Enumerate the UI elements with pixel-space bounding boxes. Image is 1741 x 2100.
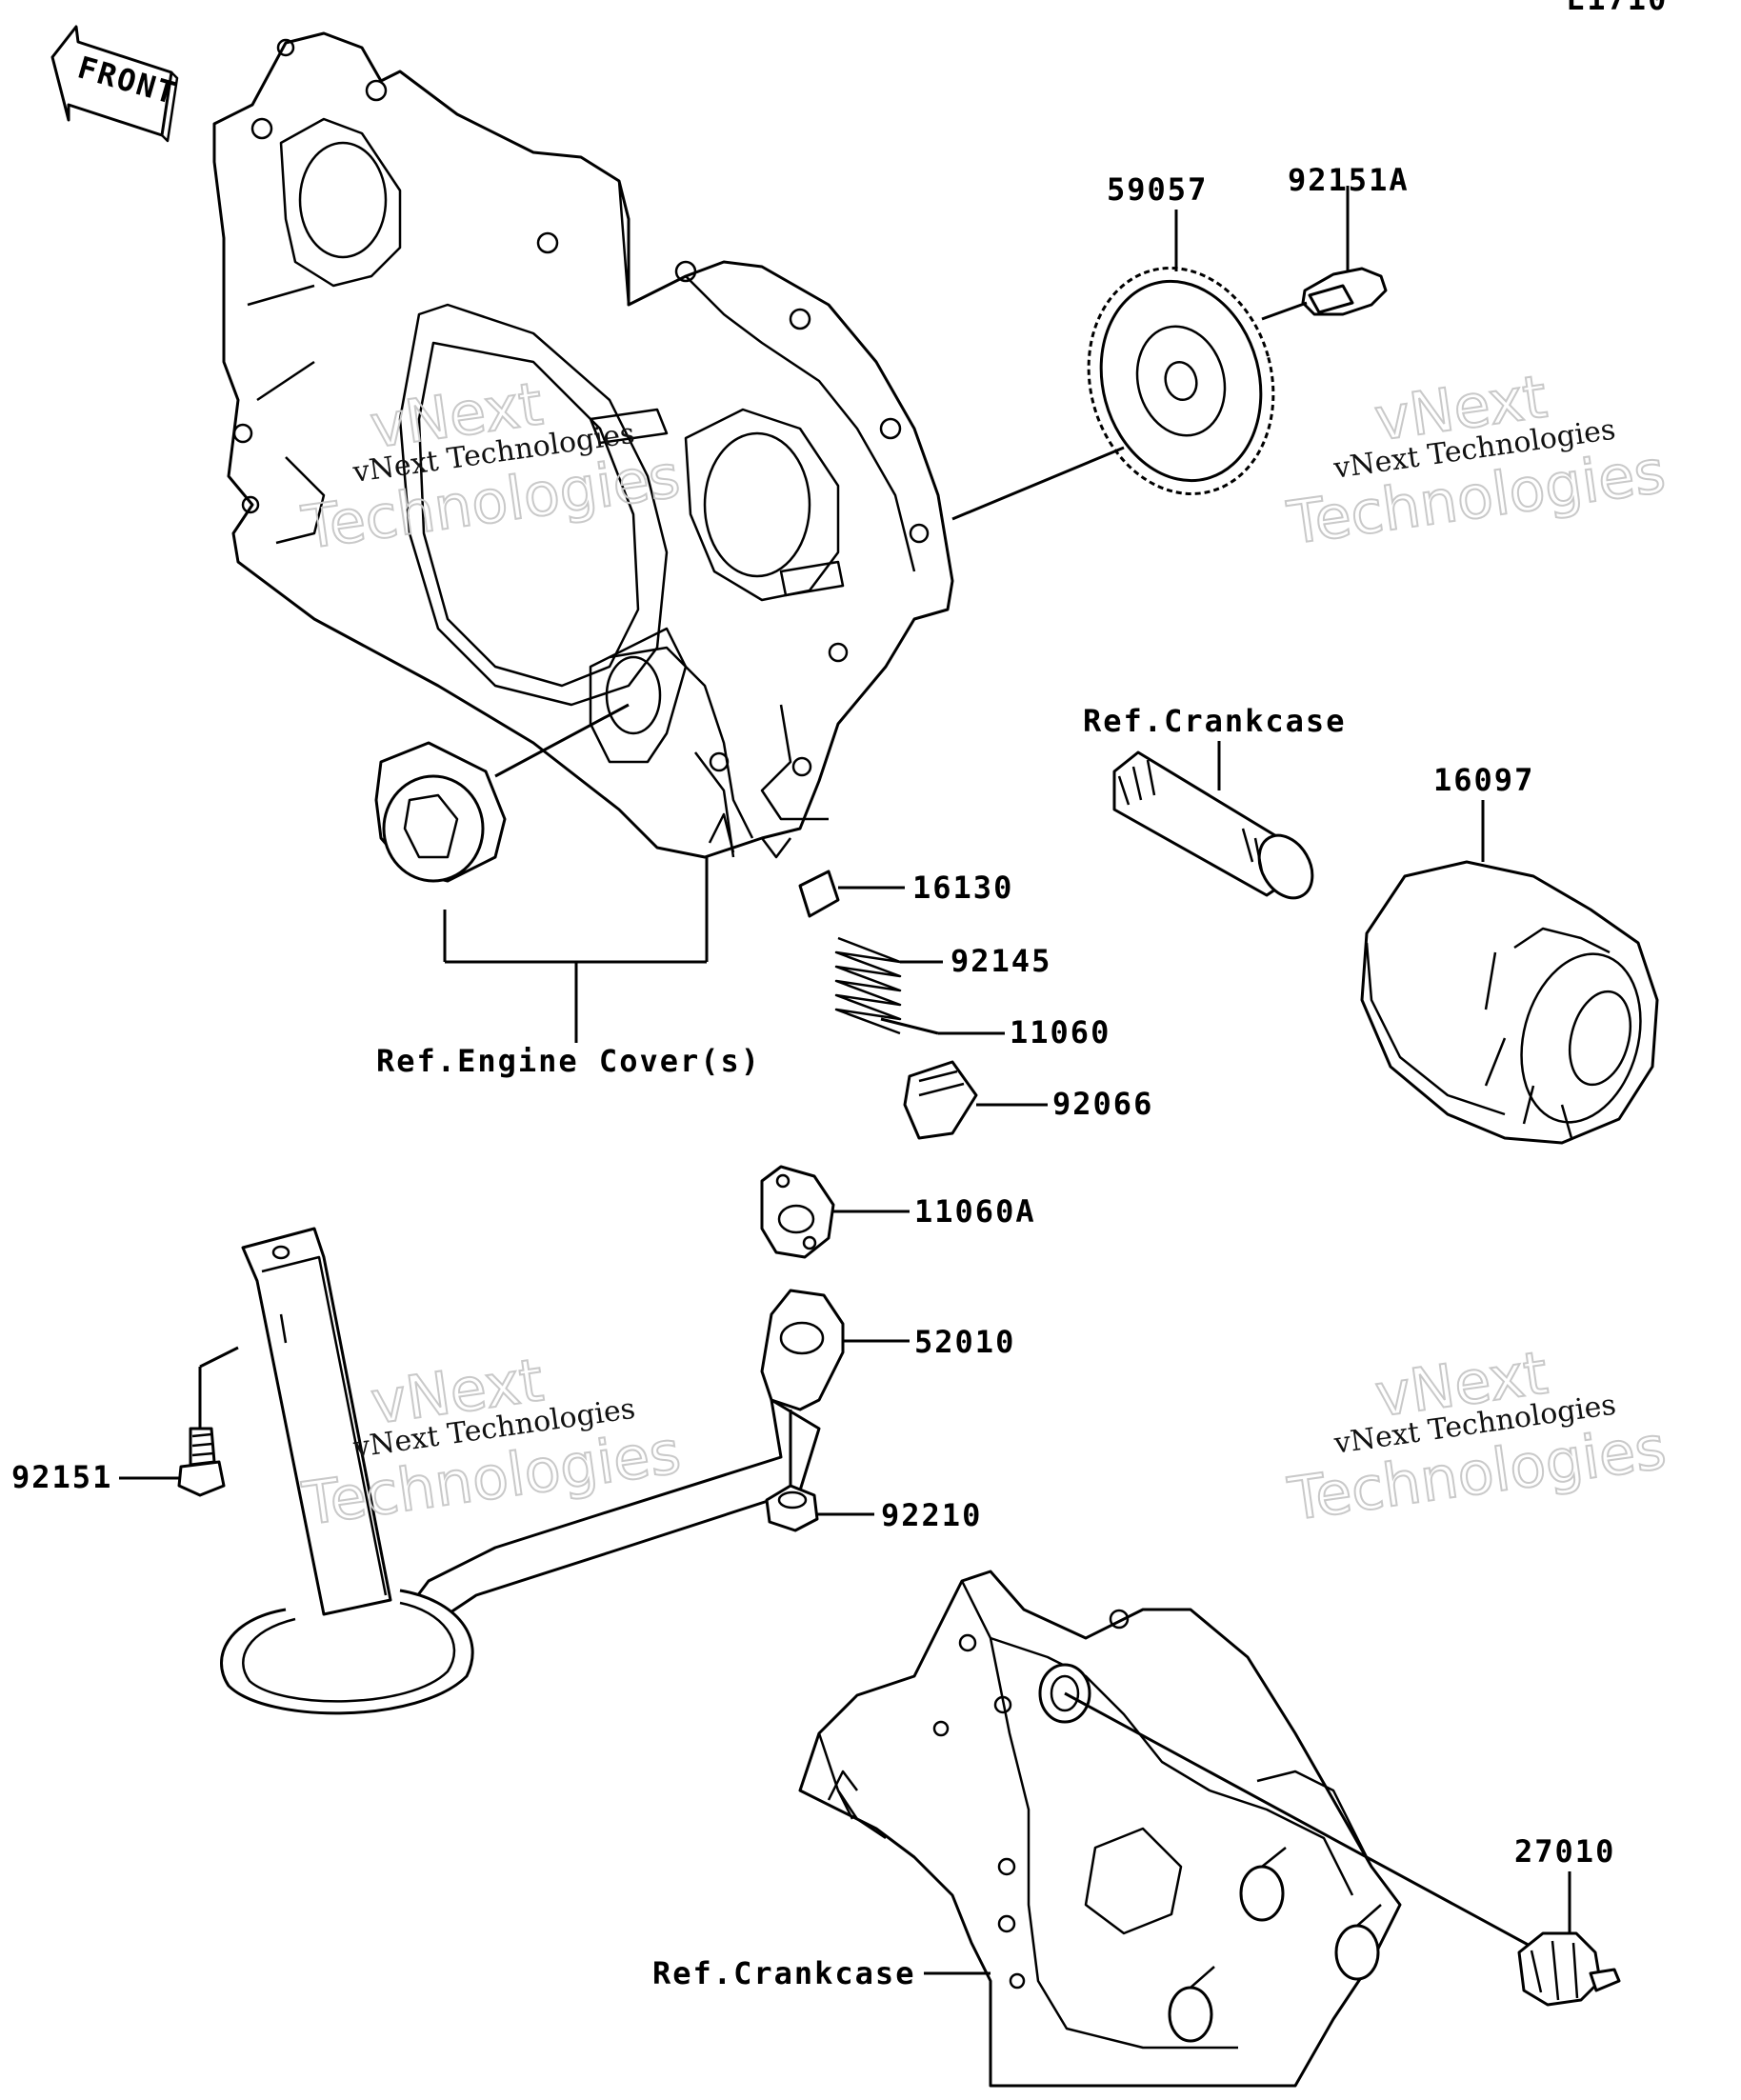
callout-16097: 16097 <box>1433 762 1534 798</box>
relief-valve-cap-16130 <box>798 870 905 918</box>
oil-strainer-52010 <box>198 1227 910 1715</box>
callout-27010: 27010 <box>1514 1833 1615 1870</box>
callout-11060A: 11060A <box>914 1193 1036 1230</box>
engine-cover-reference-bracket <box>443 857 709 1043</box>
relief-valve-pin-11060 <box>880 1017 1005 1035</box>
oil-filter-16097 <box>1360 800 1659 1145</box>
callout-92145: 92145 <box>951 943 1051 979</box>
oil-pump-rotor-drawing <box>374 703 630 883</box>
callout-16130: 16130 <box>912 870 1013 906</box>
front-arrow-icon: FRONT <box>50 25 181 143</box>
callout-92151: 92151 <box>11 1459 112 1495</box>
oil-pressure-switch-leader <box>1064 1691 1534 1950</box>
bolt-92151A <box>1261 186 1388 321</box>
callout-59057: 59057 <box>1107 171 1208 208</box>
nut-92210 <box>765 1410 874 1532</box>
callout-92151A: 92151A <box>1288 162 1410 198</box>
ref-crankcase-bottom-label: Ref.Crankcase <box>652 1955 915 1991</box>
ref-crankcase-top-label: Ref.Crankcase <box>1083 703 1346 739</box>
crankcase-drawing <box>798 1570 1402 2088</box>
watermark-bottom-right: vNext vNext Technologies Technologies <box>1283 1337 1671 1535</box>
bolt-92151 <box>119 1427 226 1497</box>
oil-filter-nipple-drawing <box>1112 741 1314 900</box>
gasket-11060A <box>760 1165 910 1259</box>
callout-92210: 92210 <box>881 1497 982 1533</box>
engine-cover-drawing <box>212 31 954 859</box>
relief-valve-spring-92145 <box>834 936 943 1035</box>
callout-52010: 52010 <box>914 1324 1015 1360</box>
relief-valve-plug-92066 <box>903 1060 1048 1140</box>
callout-11060: 11060 <box>1010 1014 1111 1050</box>
oil-pressure-switch-27010 <box>1517 1871 1621 2007</box>
watermark-top-right: vNext vNext Technologies Technologies <box>1282 361 1671 559</box>
callout-92066: 92066 <box>1052 1086 1153 1122</box>
diagram-code: E1710 <box>1567 0 1668 17</box>
oil-pump-gear-59057 <box>951 210 1275 521</box>
ref-engine-cover-label: Ref.Engine Cover(s) <box>376 1043 761 1079</box>
